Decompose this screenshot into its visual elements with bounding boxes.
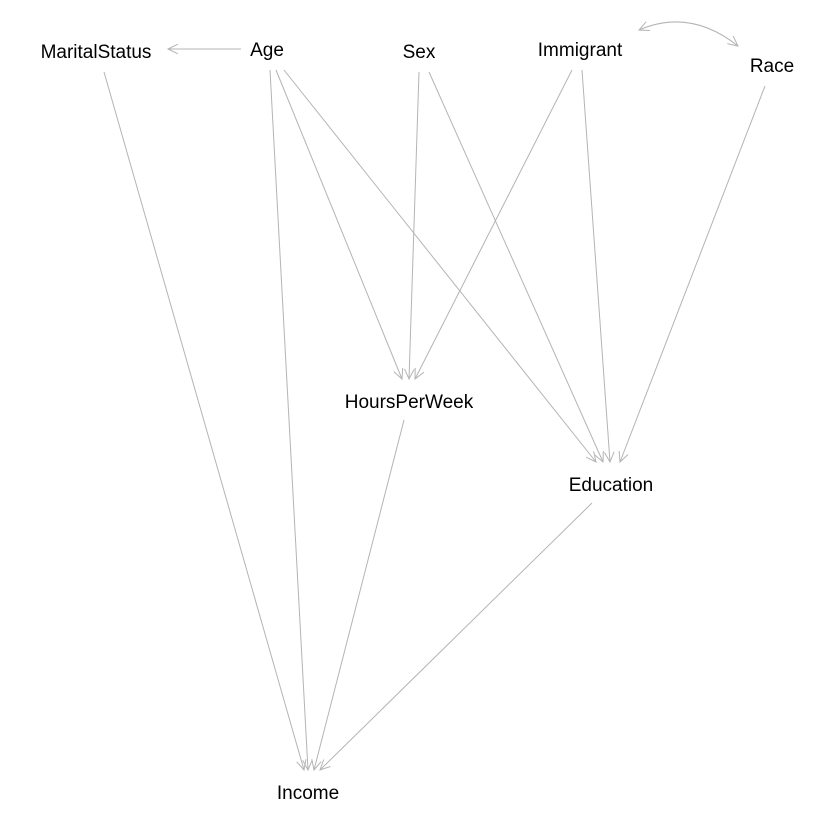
node-education[interactable]: Education bbox=[569, 475, 654, 496]
edge-line bbox=[319, 502, 593, 771]
node-race[interactable]: Race bbox=[750, 56, 794, 77]
edge-age-to-maritalstatus bbox=[166, 43, 241, 55]
edge-hoursperweek-to-income bbox=[311, 419, 405, 772]
edge-line bbox=[313, 419, 405, 771]
arrowhead bbox=[618, 450, 629, 464]
edge-age-to-education bbox=[283, 69, 597, 463]
arrowhead bbox=[302, 759, 313, 772]
edge-line bbox=[638, 21, 739, 47]
arrowhead bbox=[296, 759, 307, 772]
edge-age-to-hoursperweek bbox=[275, 69, 404, 381]
arrowhead bbox=[414, 367, 425, 381]
edge-maritalstatus-to-income bbox=[103, 71, 307, 772]
arrowhead bbox=[594, 450, 604, 464]
arrowhead bbox=[311, 759, 322, 772]
edge-line bbox=[283, 69, 597, 463]
nodes-layer: MaritalStatus Age Sex Immigrant Race Hou… bbox=[41, 40, 795, 804]
edge-line bbox=[428, 71, 604, 463]
edge-line bbox=[275, 69, 403, 380]
node-maritalstatus[interactable]: MaritalStatus bbox=[41, 42, 152, 63]
edge-immigrant-to-hoursperweek bbox=[414, 69, 573, 381]
edge-line bbox=[581, 69, 611, 463]
edge-immigrant-to-race bbox=[637, 21, 739, 47]
arrowhead bbox=[319, 759, 331, 771]
edge-line bbox=[414, 69, 573, 380]
edge-education-to-income bbox=[319, 502, 593, 771]
node-income[interactable]: Income bbox=[277, 783, 339, 804]
edge-immigrant-to-education bbox=[581, 69, 615, 464]
arrowhead bbox=[404, 368, 415, 381]
edges-layer bbox=[103, 21, 766, 772]
node-hoursperweek[interactable]: HoursPerWeek bbox=[345, 392, 474, 413]
edge-line bbox=[408, 71, 420, 380]
arrowhead bbox=[604, 451, 615, 464]
node-immigrant[interactable]: Immigrant bbox=[538, 40, 623, 61]
node-age[interactable]: Age bbox=[250, 40, 284, 61]
edge-line bbox=[269, 69, 309, 771]
arrowhead bbox=[393, 367, 404, 381]
edge-race-to-education bbox=[618, 85, 766, 464]
edge-age-to-income bbox=[269, 69, 313, 772]
arrowhead bbox=[637, 21, 651, 31]
edge-sex-to-education bbox=[428, 71, 604, 464]
edge-line bbox=[103, 71, 305, 771]
arrowhead bbox=[727, 35, 739, 47]
edge-line bbox=[619, 85, 766, 463]
node-sex[interactable]: Sex bbox=[403, 42, 436, 63]
arrowhead bbox=[585, 451, 597, 463]
edge-sex-to-hoursperweek bbox=[404, 71, 420, 381]
arrowhead bbox=[166, 43, 179, 55]
